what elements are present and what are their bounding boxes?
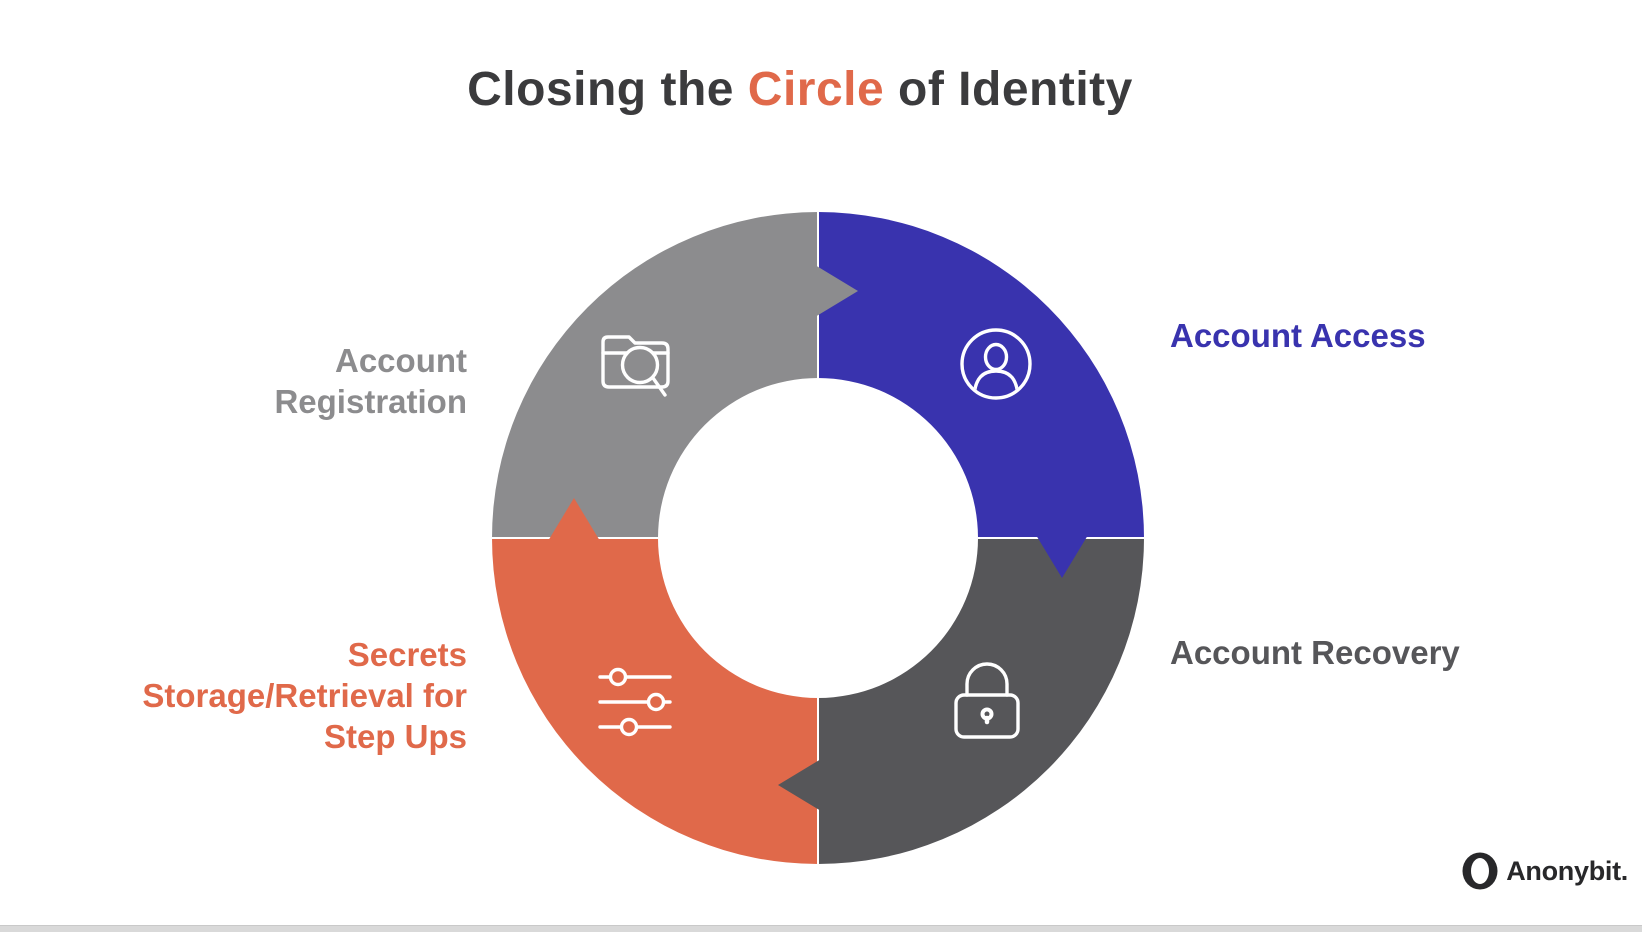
flow-arrow-recovery-to-secrets: [778, 759, 821, 811]
segment-label-account-recovery: Account Recovery: [1170, 634, 1460, 671]
title-text-pre: Closing the: [467, 63, 748, 116]
anonybit-logo: Anonybit.: [1461, 851, 1628, 891]
label-line: Secrets: [347, 636, 467, 673]
title-highlight: Circle: [747, 63, 885, 116]
page-title: Closing the Circle of Identity: [0, 62, 1600, 117]
anonybit-o-icon: [1462, 852, 1498, 890]
identity-circle-diagram: [492, 212, 1144, 864]
flow-arrow-access-to-recovery: [1036, 535, 1088, 578]
lock-icon: [954, 662, 1020, 739]
user-icon: [960, 328, 1032, 400]
sliders-icon: [598, 667, 672, 737]
label-line: Registration: [274, 383, 467, 420]
segment-account-recovery: [818, 538, 1144, 864]
bottom-edge-bar: [0, 925, 1642, 932]
segment-label-secrets-storage: Secrets Storage/Retrieval for Step Ups: [142, 634, 467, 757]
flow-arrow-registration-to-access: [815, 265, 858, 317]
label-line: Storage/Retrieval for: [142, 677, 467, 714]
segment-label-account-registration: Account Registration: [274, 340, 467, 422]
folder-search-icon: [601, 335, 670, 397]
label-line: Step Ups: [323, 718, 467, 755]
segment-label-account-access: Account Access: [1170, 317, 1426, 354]
anonybit-logo-text: Anonybit.: [1506, 855, 1628, 886]
label-line: Account: [335, 342, 467, 379]
title-text-post: of Identity: [884, 63, 1133, 116]
flow-arrow-secrets-to-registration: [548, 498, 600, 541]
